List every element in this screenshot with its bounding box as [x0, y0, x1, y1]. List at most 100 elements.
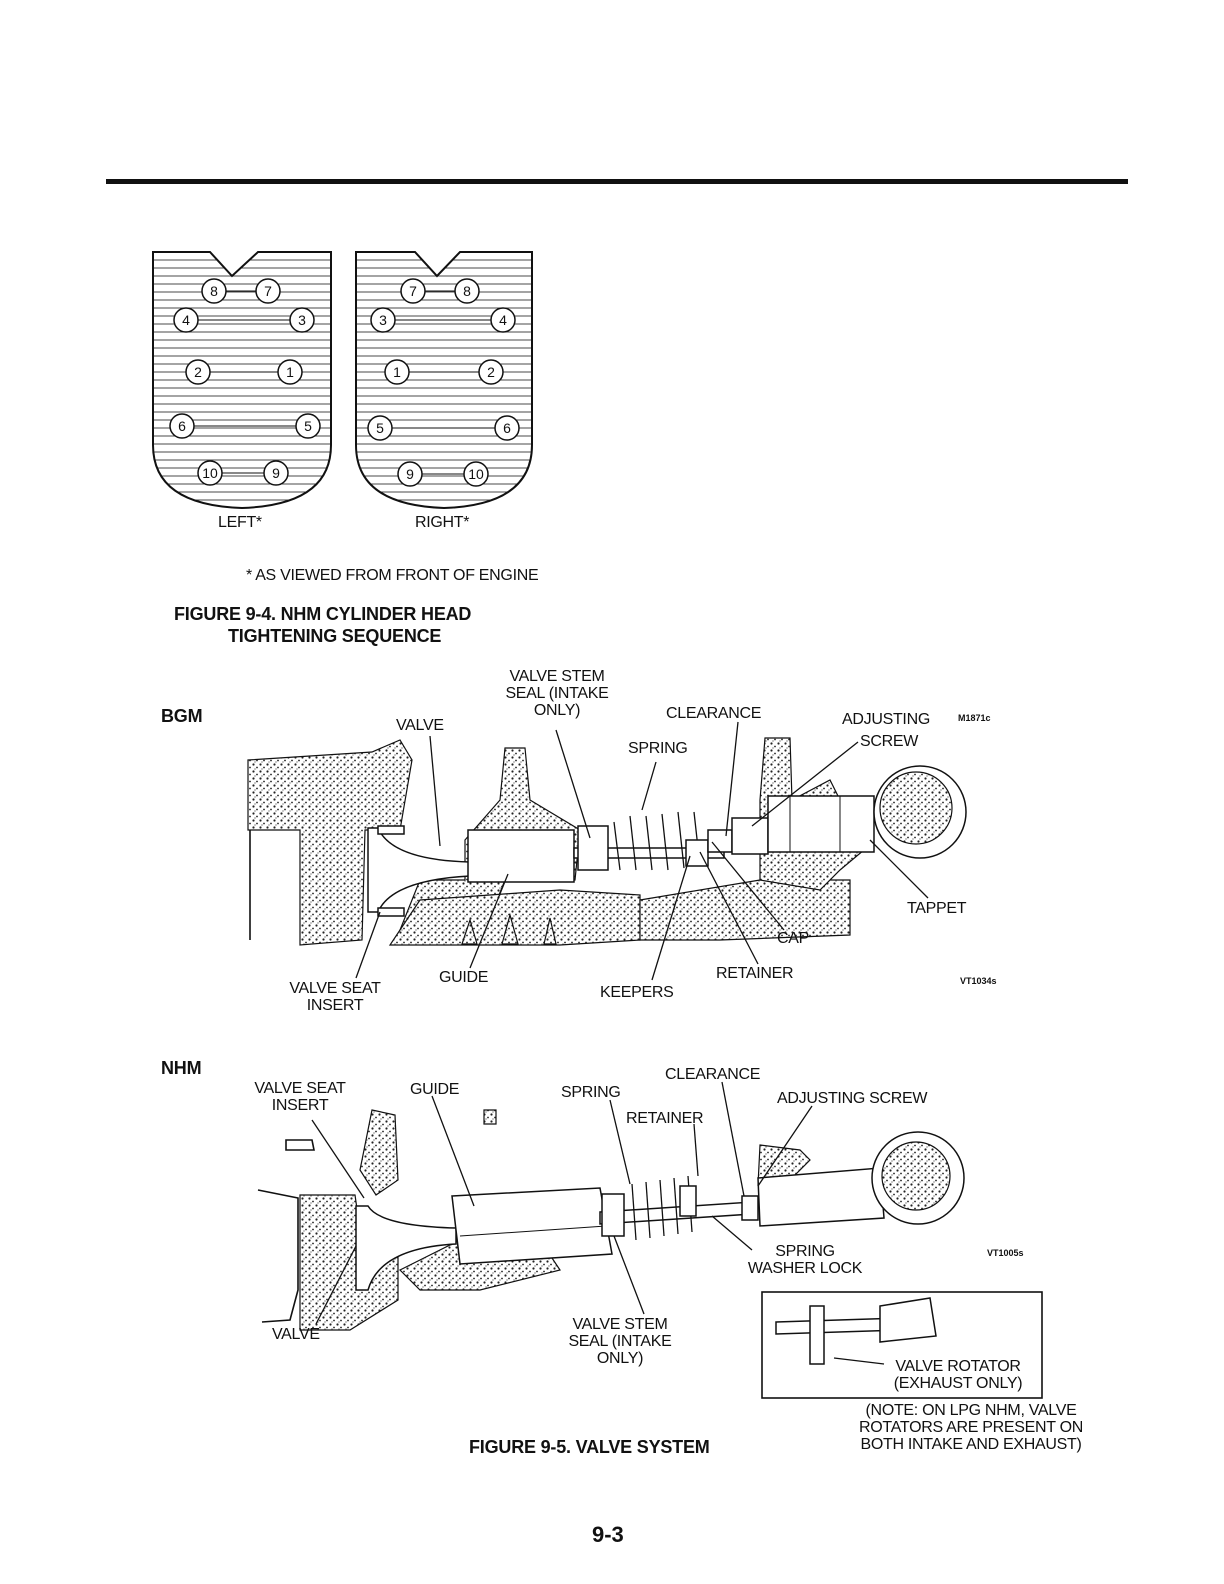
- left-bolt-number: 9: [272, 465, 280, 481]
- bgm-label-guide: GUIDE: [439, 969, 489, 986]
- nhm-label-valve: VALVE: [272, 1326, 320, 1343]
- right-bolt-number: 8: [463, 283, 471, 299]
- nhm-note: (NOTE: ON LPG NHM, VALVE ROTATORS ARE PR…: [836, 1402, 1106, 1453]
- right-bolt-number: 6: [503, 420, 511, 436]
- nhm-heading: NHM: [161, 1058, 202, 1078]
- header-rule: [106, 179, 1128, 184]
- bgm-label-retainer: RETAINER: [716, 965, 794, 982]
- right-bolt-9-icon: [397, 461, 423, 487]
- left-bolt-number: 1: [286, 364, 294, 380]
- right-cylinder-head: [355, 251, 533, 510]
- left-bolt-number: 5: [304, 418, 312, 434]
- page-number: 9-3: [592, 1522, 624, 1547]
- bgm-code-bottom: VT1034s: [960, 976, 997, 986]
- bgm-label-valve-seat-line1: VALVE SEAT: [289, 980, 381, 997]
- right-bolt-5-icon: [367, 415, 393, 441]
- nhm-label-valve-rotator: VALVE ROTATOR (EXHAUST ONLY): [876, 1358, 1040, 1392]
- right-bolt-group: 7 8 3 4 1 2 5 6 9 10: [367, 278, 520, 487]
- nhm-label-spring-washer-line2: WASHER LOCK: [747, 1260, 863, 1277]
- left-bolt-9-icon: [263, 460, 289, 486]
- nhm-code: VT1005s: [987, 1248, 1024, 1258]
- nhm-label-spring: SPRING: [561, 1084, 621, 1101]
- bgm-label-valve-seat-line2: INSERT: [306, 997, 364, 1014]
- left-bolt-number: 10: [202, 465, 218, 481]
- bgm-label-clearance: CLEARANCE: [666, 705, 762, 722]
- left-bolt-number: 6: [178, 418, 186, 434]
- left-bolt-10-icon: [197, 460, 223, 486]
- cylinder-head-diagram: 8 7 4 3 2 1 6 5 10 9 7 8 3 4 1 2 5 6 9 10: [152, 251, 533, 510]
- bgm-heading: BGM: [161, 706, 203, 726]
- nhm-label-valve-seat-insert: VALVE SEAT INSERT: [240, 1080, 360, 1114]
- right-bolt-4-icon: [490, 307, 516, 333]
- nhm-label-spring-washer-lock: SPRING WASHER LOCK: [734, 1243, 876, 1277]
- figure-9-4-caption-line1: FIGURE 9-4. NHM CYLINDER HEAD: [174, 604, 472, 624]
- figure-9-4-drawing: 8 7 4 3 2 1 6 5 10 9 7 8 3 4 1 2 5 6 9 10: [0, 0, 1224, 560]
- left-bolt-number: 7: [264, 283, 272, 299]
- right-bolt-number: 4: [499, 312, 507, 328]
- footnote: * AS VIEWED FROM FRONT OF ENGINE: [246, 567, 539, 584]
- left-bolt-number: 4: [182, 312, 190, 328]
- left-bolt-5-icon: [295, 413, 321, 439]
- left-bolt-number: 8: [210, 283, 218, 299]
- right-head-label: RIGHT*: [415, 514, 470, 531]
- left-head-label: LEFT*: [218, 514, 262, 531]
- right-bolt-8-icon: [454, 278, 480, 304]
- left-bolt-1-icon: [277, 359, 303, 385]
- bgm-label-valve-seat-insert: VALVE SEAT INSERT: [270, 980, 400, 1014]
- nhm-note-line2: ROTATORS ARE PRESENT ON: [859, 1419, 1083, 1436]
- nhm-label-adjusting-screw: ADJUSTING SCREW: [777, 1090, 928, 1107]
- right-bolt-number: 1: [393, 364, 401, 380]
- nhm-label-valve-stem-seal-line3: ONLY): [596, 1350, 644, 1367]
- bgm-label-adjusting: ADJUSTING: [842, 711, 930, 728]
- nhm-label-valve-stem-seal: VALVE STEM SEAL (INTAKE ONLY): [554, 1316, 686, 1367]
- left-bolt-2-icon: [185, 359, 211, 385]
- bgm-label-valve-stem-seal-line2: SEAL (INTAKE: [505, 685, 609, 702]
- right-bolt-7-icon: [400, 278, 426, 304]
- left-bolt-4-icon: [173, 307, 199, 333]
- left-bolt-group: 8 7 4 3 2 1 6 5 10 9: [169, 278, 321, 486]
- nhm-label-valve-stem-seal-line1: VALVE STEM: [572, 1316, 668, 1333]
- left-bolt-7-icon: [255, 278, 281, 304]
- figure-9-5-caption: FIGURE 9-5. VALVE SYSTEM: [469, 1437, 710, 1457]
- right-bolt-number: 9: [406, 466, 414, 482]
- bgm-label-valve-stem-seal-line3: ONLY): [533, 702, 581, 719]
- right-bolt-number: 5: [376, 420, 384, 436]
- nhm-label-guide: GUIDE: [410, 1081, 460, 1098]
- bgm-label-tappet: TAPPET: [907, 900, 967, 917]
- bgm-label-valve-stem-seal: VALVE STEM SEAL (INTAKE ONLY): [492, 668, 622, 719]
- left-bolt-6-icon: [169, 413, 195, 439]
- left-bolt-8-icon: [201, 278, 227, 304]
- nhm-label-clearance: CLEARANCE: [665, 1066, 761, 1083]
- right-bolt-number: 7: [409, 283, 417, 299]
- nhm-label-valve-rotator-line2: (EXHAUST ONLY): [893, 1375, 1023, 1392]
- bgm-label-spring: SPRING: [628, 740, 688, 757]
- nhm-label-spring-washer-line1: SPRING: [775, 1243, 835, 1260]
- right-bolt-6-icon: [494, 415, 520, 441]
- nhm-note-line3: BOTH INTAKE AND EXHAUST): [860, 1436, 1082, 1453]
- right-bolt-number: 10: [468, 466, 484, 482]
- right-bolt-number: 3: [379, 312, 387, 328]
- left-bolt-3-icon: [289, 307, 315, 333]
- right-bolt-3-icon: [370, 307, 396, 333]
- nhm-label-retainer: RETAINER: [626, 1110, 704, 1127]
- right-bolt-1-icon: [384, 359, 410, 385]
- right-bolt-2-icon: [478, 359, 504, 385]
- nhm-label-valve-stem-seal-line2: SEAL (INTAKE: [568, 1333, 672, 1350]
- left-bolt-number: 2: [194, 364, 202, 380]
- right-bolt-10-icon: [463, 461, 489, 487]
- bgm-code-top: M1871c: [958, 713, 991, 723]
- left-bolt-number: 3: [298, 312, 306, 328]
- bgm-label-keepers: KEEPERS: [600, 984, 674, 1001]
- bgm-label-cap: CAP: [777, 930, 809, 947]
- nhm-label-valve-rotator-line1: VALVE ROTATOR: [895, 1358, 1021, 1375]
- bgm-label-screw: SCREW: [860, 733, 919, 750]
- bgm-label-valve-stem-seal-line1: VALVE STEM: [509, 668, 605, 685]
- nhm-label-valve-seat-line1: VALVE SEAT: [254, 1080, 346, 1097]
- right-bolt-number: 2: [487, 364, 495, 380]
- bgm-label-valve: VALVE: [396, 717, 444, 734]
- nhm-note-line1: (NOTE: ON LPG NHM, VALVE: [865, 1402, 1077, 1419]
